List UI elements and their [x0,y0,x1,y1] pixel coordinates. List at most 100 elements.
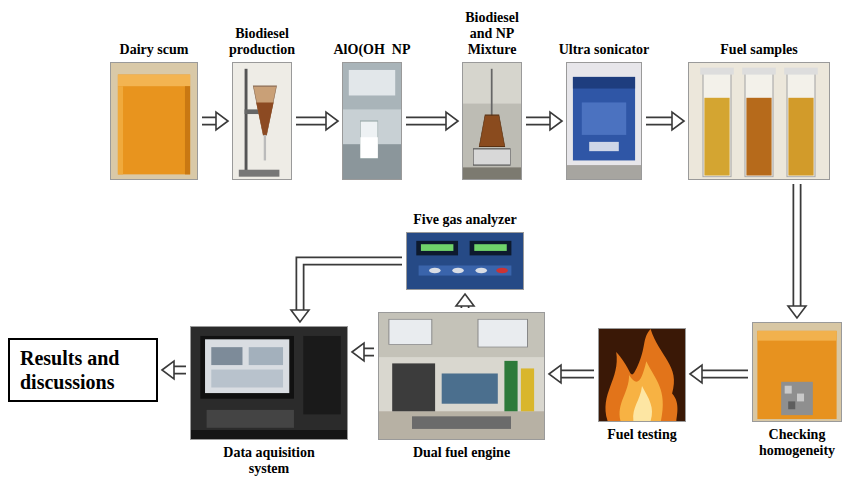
illustration-part [253,86,276,135]
step-label: Dairy scum [104,42,204,58]
arrow-outline [406,117,447,126]
illustration-part [479,115,505,146]
hollow-arrow [352,343,374,361]
photo-step: Ultra sonicator [566,62,642,180]
photo-step: Fuel samples [688,62,830,180]
illustration-part [757,331,836,341]
photo-step: Fuel testing [598,328,686,422]
illustration-part [784,68,818,75]
photo-step: Dairy scum [110,62,198,180]
arrow-head [352,343,364,361]
step-label: Checking homogeneity [750,427,844,459]
illustration-part [703,72,731,176]
illustration-part [475,268,487,274]
step-label: AlO(OH NP [322,42,422,58]
step-label: Fuel testing [587,427,697,443]
illustration-part [742,68,776,75]
illustration-part [360,121,377,158]
photo-illustration [111,63,197,179]
illustration-part [573,77,635,161]
illustration-part [256,102,273,134]
arrow-outline [526,117,551,126]
hollow-arrow [296,112,338,130]
illustration-part [689,63,829,179]
illustration-part [452,268,464,274]
arrow-outline [300,261,402,311]
illustration-part [412,416,511,429]
illustration-part [303,336,340,414]
illustration-part [392,363,435,411]
arrow-head [326,112,338,130]
arrow-fill [300,261,402,311]
illustration-part [191,327,347,439]
illustration-part [589,142,619,151]
photo-illustration [233,63,291,179]
photo-illustration [753,323,841,421]
illustration-part [797,394,804,402]
arrow-fill [526,118,551,124]
arrow-outline [296,117,327,126]
illustration-part [633,386,652,421]
photo-step: Five gas analyzer [406,232,524,290]
illustration-part [191,327,347,439]
arrow-fill [173,367,186,373]
illustration-part [205,339,289,393]
illustration-part [521,368,534,411]
illustration-part [379,411,544,439]
illustration-part [249,347,283,365]
step-label: Ultra sonicator [544,42,664,58]
arrow-head [446,112,458,130]
illustration-part [567,63,641,179]
step-label: Dual fuel engine [382,445,542,461]
illustration-part [421,244,453,251]
arrow-fill [646,118,673,124]
illustration-part [343,63,401,109]
illustration-part [753,323,841,421]
arrow-head [549,365,561,383]
arrow-head [162,361,174,379]
illustration-part [746,98,771,176]
arrow-fill [560,371,594,377]
illustration-part [504,361,517,411]
illustration-part [463,167,521,179]
arrow-outline [202,117,217,126]
arrow-fill [202,118,217,124]
illustration-part [463,63,521,179]
illustration-part [470,241,512,256]
illustration-part [757,331,836,419]
photo-step: AlO(OH NP [342,62,402,180]
photo-illustration [599,329,685,421]
illustration-part [478,319,528,347]
photo-illustration [689,63,829,179]
photo-step: Biodiesel and NP Mixture [462,62,522,180]
illustration-part [781,382,813,415]
illustration-part [419,265,512,275]
illustration-part [599,329,685,421]
photo-step: Data aquisition system [190,326,348,440]
illustration-part [573,77,635,89]
illustration-part [264,135,266,161]
illustration-part [118,75,190,175]
photo-illustration [343,63,401,179]
illustration-part [233,63,291,179]
arrow-fill [701,371,748,377]
step-label: Fuel samples [699,42,819,58]
box-text: Results and discussions [20,346,146,394]
hollow-arrow [646,112,684,130]
arrow-head [550,112,562,130]
arrow-head [216,112,228,130]
hollow-arrow [456,294,474,308]
illustration-part [745,72,773,176]
step-label: Five gas analyzer [385,212,545,228]
illustration-part [379,313,544,439]
illustration-part [343,63,401,179]
illustration-part [360,137,377,158]
hollow-arrow [162,361,186,379]
illustration-part [111,63,197,179]
hollow-arrow [406,112,458,130]
illustration-part [753,323,841,421]
hollow-arrow [202,112,228,130]
arrow-head [690,365,702,383]
illustration-part [389,319,432,344]
